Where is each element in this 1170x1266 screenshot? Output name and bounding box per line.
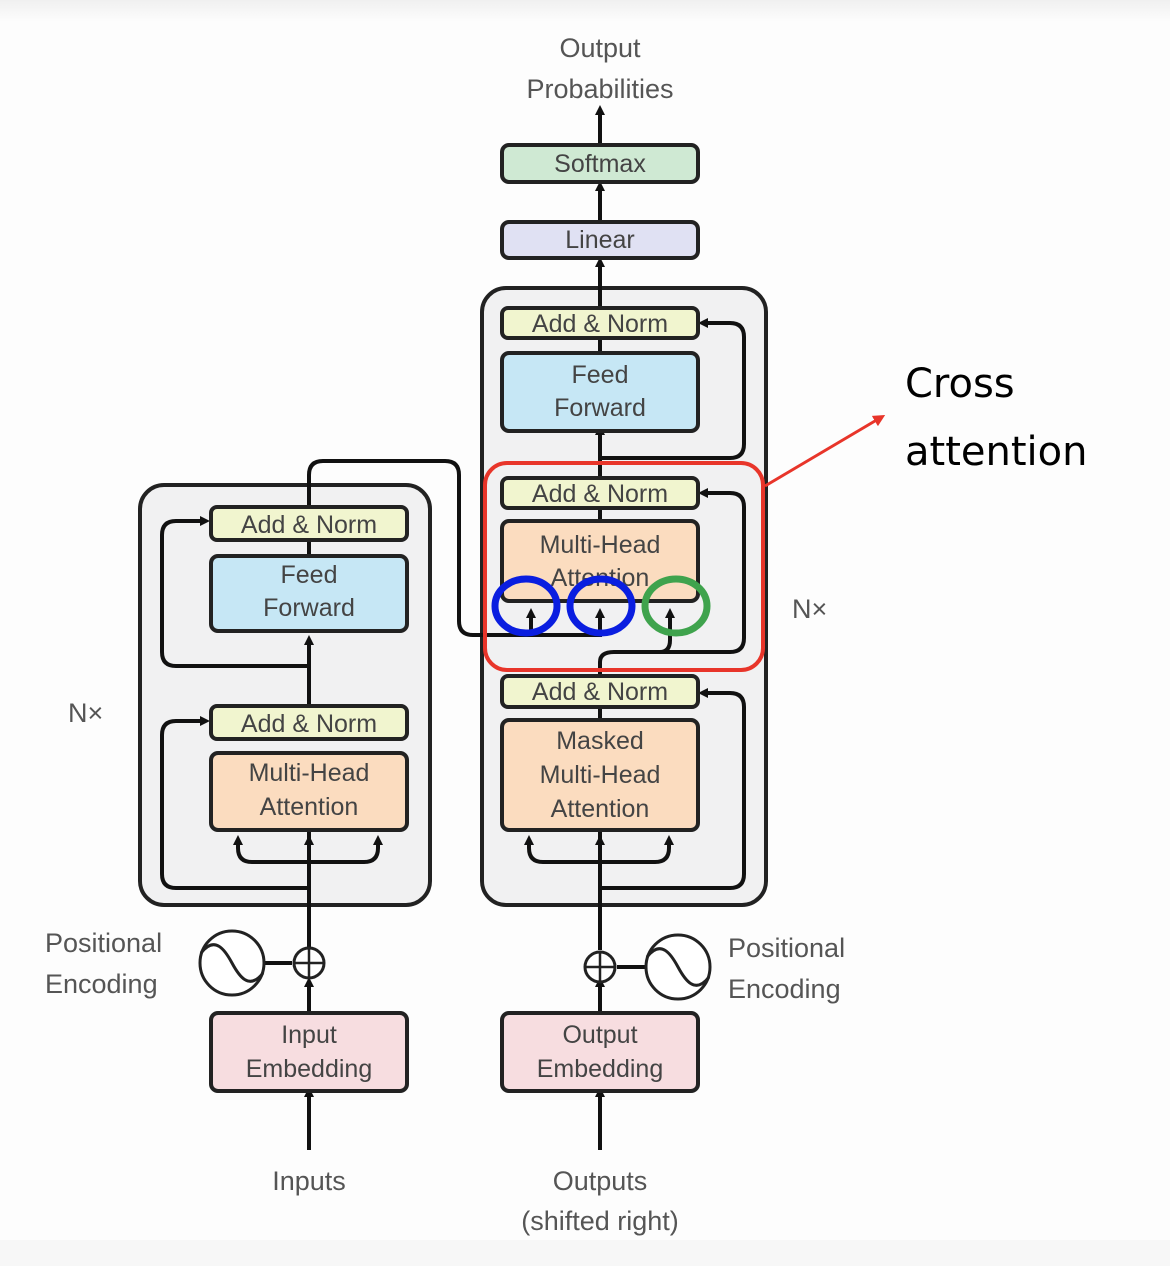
encoder-add-norm-bottom: Add & Norm (209, 704, 409, 741)
output-embedding: Output Embedding (500, 1011, 700, 1093)
svg-text:Add & Norm: Add & Norm (532, 678, 668, 706)
softmax-block: Softmax (500, 143, 700, 184)
encoder-stack (138, 483, 432, 907)
encoder-add-icon (292, 946, 326, 980)
decoder-feed-forward: Feed Forward (500, 351, 700, 433)
svg-text:Add & Norm: Add & Norm (241, 710, 377, 738)
svg-text:Feed: Feed (281, 561, 338, 589)
svg-text:Multi-Head: Multi-Head (540, 531, 661, 559)
svg-text:Forward: Forward (554, 394, 646, 422)
output-probabilities-label-2: Probabilities (526, 74, 673, 104)
input-embedding: Input Embedding (209, 1011, 409, 1093)
cross-attention-arrow (764, 414, 886, 488)
positional-encoding-right-1: Positional (728, 933, 845, 963)
decoder-add-norm-bottom: Add & Norm (500, 674, 700, 709)
cross-attention-label-1: Cross (905, 361, 1015, 407)
svg-text:Attention: Attention (260, 793, 359, 821)
decoder-repeat-label: N× (792, 594, 827, 624)
decoder-add-norm-mid: Add & Norm (500, 476, 700, 510)
svg-text:Add & Norm: Add & Norm (241, 511, 377, 539)
outputs-label-2: (shifted right) (521, 1206, 679, 1236)
svg-text:Multi-Head: Multi-Head (540, 761, 661, 789)
encoder-add-norm-top: Add & Norm (209, 505, 409, 542)
svg-text:Input: Input (281, 1021, 337, 1049)
encoder-feed-forward: Feed Forward (209, 554, 409, 633)
svg-text:Embedding: Embedding (246, 1055, 372, 1083)
svg-text:Add & Norm: Add & Norm (532, 310, 668, 338)
output-probabilities-label-1: Output (559, 33, 641, 63)
encoder-attention: Multi-Head Attention (209, 751, 409, 832)
decoder-add-icon (583, 950, 617, 984)
svg-text:Embedding: Embedding (537, 1055, 663, 1083)
svg-text:Output: Output (562, 1021, 637, 1049)
query-input-circle (641, 575, 711, 637)
svg-text:Attention: Attention (551, 795, 650, 823)
decoder-positional-wave-icon (644, 933, 712, 1001)
bottom-shade (0, 1240, 1170, 1266)
top-shade (0, 0, 1170, 22)
positional-encoding-left-2: Encoding (45, 969, 158, 999)
cross-attention-highlight (483, 461, 765, 672)
linear-block: Linear (500, 220, 700, 260)
value-input-circle (566, 575, 636, 637)
encoder-positional-wave-icon (198, 929, 266, 997)
positional-encoding-right-2: Encoding (728, 974, 841, 1004)
svg-text:Feed: Feed (572, 361, 629, 389)
svg-text:Add & Norm: Add & Norm (532, 480, 668, 508)
svg-text:Forward: Forward (263, 594, 355, 622)
svg-text:Linear: Linear (565, 226, 635, 254)
decoder-add-norm-top: Add & Norm (500, 306, 700, 340)
cross-attention-label-2: attention (905, 429, 1087, 475)
decoder-masked-attention: Masked Multi-Head Attention (500, 718, 700, 832)
positional-encoding-left-1: Positional (45, 928, 162, 958)
svg-text:Masked: Masked (556, 727, 644, 755)
svg-text:Multi-Head: Multi-Head (249, 759, 370, 787)
encoder-repeat-label: N× (68, 698, 103, 728)
key-input-circle (491, 575, 561, 637)
outputs-label-1: Outputs (553, 1166, 648, 1196)
svg-text:Softmax: Softmax (554, 150, 646, 178)
connectors (160, 105, 746, 1150)
decoder-cross-attention: Multi-Head Attention (500, 519, 700, 603)
inputs-label: Inputs (272, 1166, 346, 1196)
